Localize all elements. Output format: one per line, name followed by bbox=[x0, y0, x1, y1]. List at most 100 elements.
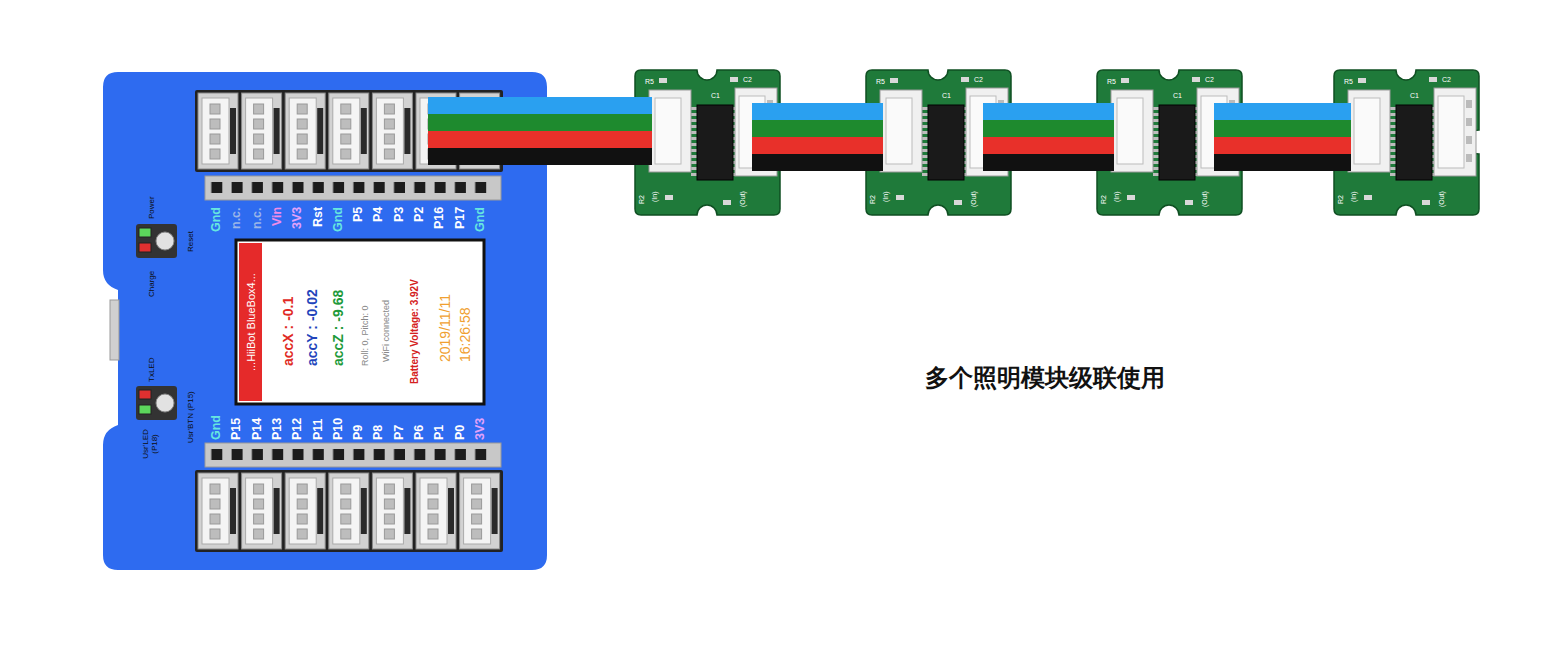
cable-wire bbox=[635, 114, 652, 131]
cable-wire bbox=[983, 120, 1011, 137]
header-pins bbox=[208, 180, 492, 196]
pin-label: P14 bbox=[251, 418, 265, 440]
board-label: Reset bbox=[187, 231, 196, 252]
silkscreen-label: (Out) bbox=[1201, 191, 1209, 207]
board-label: Power bbox=[148, 196, 157, 219]
pin-header bbox=[205, 443, 501, 467]
cable-stub bbox=[1214, 103, 1242, 171]
silkscreen-label: (In) bbox=[882, 192, 890, 203]
grove-socket bbox=[198, 93, 238, 169]
pin-label: P15 bbox=[230, 418, 244, 440]
pin-label: n.c. bbox=[230, 207, 244, 229]
pin-label: Gnd bbox=[210, 207, 224, 232]
cable-wire bbox=[780, 120, 866, 137]
pin-header bbox=[205, 176, 501, 200]
silkscreen-label: C1 bbox=[1173, 92, 1182, 100]
cable-wire bbox=[1334, 137, 1351, 154]
socket-row-base bbox=[195, 470, 503, 552]
cable-wire bbox=[983, 137, 1011, 154]
board-label: Usr'BTN (P15) bbox=[187, 391, 196, 443]
grove-socket bbox=[416, 473, 456, 549]
silkscreen-label: R2 bbox=[638, 195, 646, 204]
cable-wire bbox=[1097, 154, 1114, 171]
user-button bbox=[156, 394, 174, 412]
silkscreen-label: R2 bbox=[1100, 195, 1108, 204]
silkscreen-label: R5 bbox=[645, 78, 654, 86]
cable-wire bbox=[1214, 154, 1242, 171]
lcd-screen-frame bbox=[236, 240, 484, 404]
cable-wire bbox=[1214, 103, 1242, 120]
charge-led bbox=[139, 243, 151, 252]
cable-wire bbox=[1097, 103, 1114, 120]
board-label: TxLED bbox=[148, 358, 157, 382]
cable-wire bbox=[1214, 120, 1242, 137]
cable-wire bbox=[635, 148, 652, 165]
cable-wire bbox=[635, 97, 652, 114]
silkscreen-label: (Out) bbox=[1438, 191, 1446, 207]
pin-label: Gnd bbox=[474, 207, 488, 232]
grove-socket bbox=[329, 473, 369, 549]
board-label: Usr'LED (P18) bbox=[142, 424, 160, 464]
pin-label: P3 bbox=[393, 207, 407, 222]
cable-wire bbox=[428, 114, 547, 131]
board-outline bbox=[103, 72, 547, 570]
grove-socket bbox=[242, 93, 282, 169]
caption: 多个照明模块级联使用 bbox=[925, 364, 1165, 393]
pin-label: P5 bbox=[352, 207, 366, 222]
silkscreen-label: C2 bbox=[1205, 76, 1214, 84]
silkscreen-label: R5 bbox=[876, 78, 885, 86]
cable-wire bbox=[428, 148, 547, 165]
sensor-reading: accY : -0.02 bbox=[305, 289, 320, 366]
pin-label: P13 bbox=[271, 418, 285, 440]
cable-wire bbox=[866, 120, 883, 137]
cable-wire bbox=[983, 103, 1011, 120]
cable-wire bbox=[1242, 103, 1334, 120]
screen-header: ...HiiBot BlueBox4... bbox=[245, 273, 257, 371]
cable-wire bbox=[866, 154, 883, 171]
pin-label: Vin bbox=[271, 207, 285, 226]
cable-wire bbox=[1214, 137, 1242, 154]
cable-wire bbox=[1097, 137, 1114, 154]
pin-label: P11 bbox=[312, 418, 326, 440]
silkscreen-label: C2 bbox=[743, 76, 752, 84]
grove-socket bbox=[242, 473, 282, 549]
pin-label: Gnd bbox=[210, 415, 224, 440]
grove-socket bbox=[285, 473, 325, 549]
cable-wire bbox=[866, 103, 883, 120]
cable-stub bbox=[1334, 103, 1351, 171]
ribbon-cable bbox=[780, 112, 866, 163]
cable-wire bbox=[983, 154, 1011, 171]
reset-button bbox=[156, 232, 174, 250]
silkscreen-label: C1 bbox=[711, 92, 720, 100]
grove-socket bbox=[372, 93, 412, 169]
pin-label: P10 bbox=[332, 418, 346, 440]
sensor-reading: accX : -0.1 bbox=[281, 297, 296, 366]
cable-wire bbox=[1334, 154, 1351, 171]
grove-socket bbox=[460, 473, 500, 549]
cable-wire bbox=[780, 103, 866, 120]
pin-label: P7 bbox=[393, 425, 407, 440]
cable-wire bbox=[1242, 137, 1334, 154]
user-led bbox=[139, 405, 151, 414]
board-label: Charge bbox=[148, 271, 157, 297]
lighting-module: R5C2C1R2(In)(Out) bbox=[635, 70, 780, 215]
cable-wire bbox=[1334, 120, 1351, 137]
ribbon-cable bbox=[547, 106, 635, 157]
tx-led bbox=[139, 390, 151, 399]
cable-wire bbox=[1242, 120, 1334, 137]
cable-stub bbox=[635, 97, 652, 165]
ribbon-cable bbox=[1011, 112, 1097, 163]
cable-wire bbox=[752, 103, 780, 120]
cable-wire bbox=[752, 154, 780, 171]
cable-wire bbox=[1242, 154, 1334, 171]
silkscreen-label: R2 bbox=[1337, 195, 1345, 204]
silkscreen-label: (In) bbox=[1113, 192, 1121, 203]
sensor-reading: accZ : -9.68 bbox=[331, 290, 346, 366]
lighting-module-art bbox=[866, 70, 1011, 215]
cable-wire bbox=[547, 131, 635, 148]
ribbon-cable bbox=[1242, 112, 1334, 163]
silkscreen-label: (Out) bbox=[739, 191, 747, 207]
